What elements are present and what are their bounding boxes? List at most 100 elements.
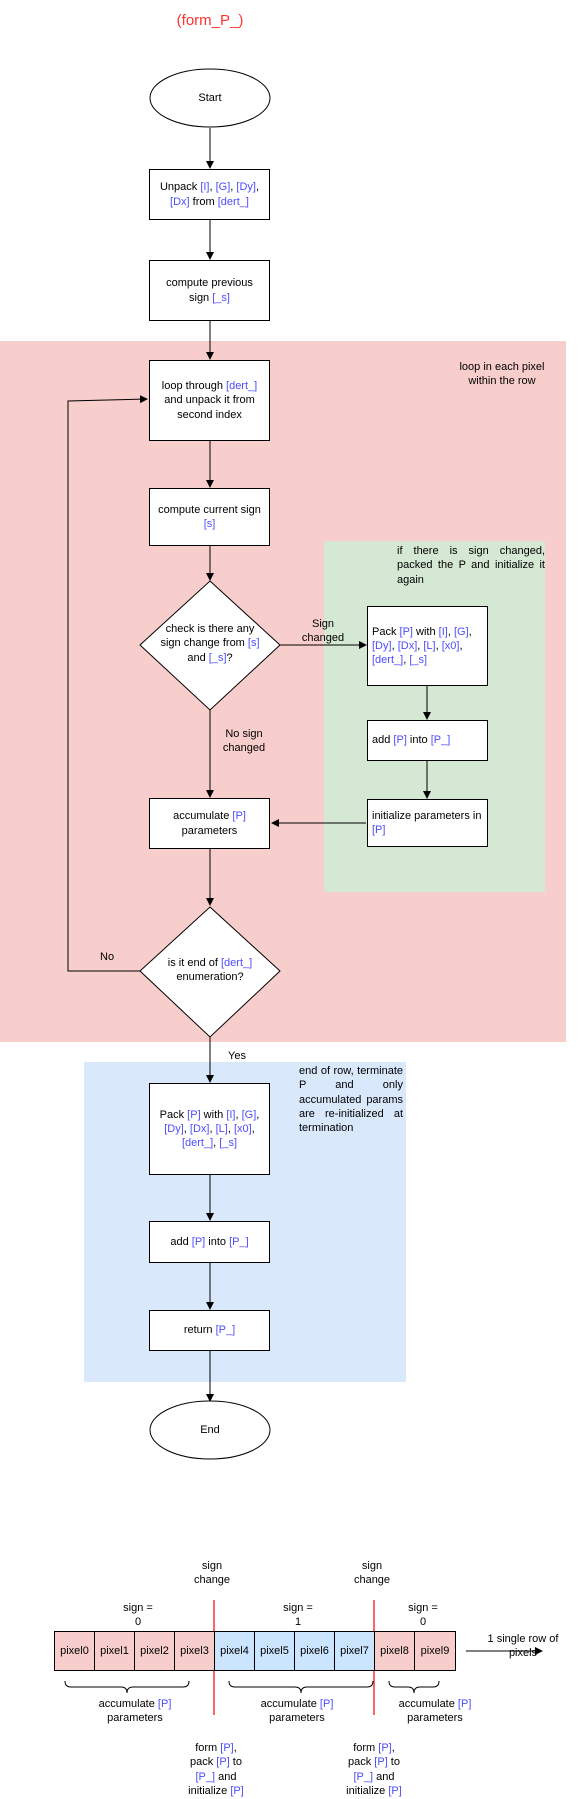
current-sign-var: [s]	[203, 518, 216, 530]
pack-end-h2: [I]	[226, 1108, 236, 1121]
yes-label: Yes	[228, 1050, 246, 1062]
pack-inner-t2: with	[412, 625, 439, 638]
pack-inner-h8: [dert_]	[372, 654, 404, 667]
pack-end-t5: ,	[183, 1122, 190, 1135]
form-label-2: form [P], pack [P] to [P_] and initializ…	[344, 1741, 404, 1798]
form1-t3: to	[229, 1756, 242, 1769]
return-text: return [P_]	[184, 1323, 235, 1337]
pack-end-t2: with	[200, 1108, 227, 1121]
add-end-t2: into	[205, 1235, 230, 1248]
current-sign-text: compute current sign [s]	[154, 503, 265, 532]
no-sign-changed-label: No sign changed	[222, 728, 266, 755]
loop-box: loop through [dert_] and unpack it from …	[149, 360, 270, 441]
unpack-var-dx: [Dx]	[170, 195, 190, 208]
pack-inner-h4: [Dy]	[372, 639, 392, 652]
pack-end-t7: ,	[227, 1122, 234, 1135]
unpack-text-5: from	[189, 195, 218, 208]
sign-label-0: sign = 0	[123, 1602, 153, 1629]
pack-end-h5: [Dx]	[189, 1122, 210, 1135]
accumulate-t2: parameters	[181, 824, 238, 837]
acc0-t1: accumulate	[98, 1698, 158, 1710]
previous-sign-var: [_s]	[212, 291, 230, 304]
add-inner-h1: [P]	[393, 734, 407, 747]
add-end-box: add [P] into [P_]	[149, 1221, 270, 1263]
init-inner-h1: [P]	[372, 824, 386, 836]
unpack-text-3: ,	[230, 181, 237, 194]
pixel-cell: pixel8	[374, 1631, 415, 1671]
pack-inner-t3: ,	[447, 625, 454, 638]
is-end-diamond	[139, 906, 281, 1038]
form-label-1: form [P], pack [P] to [P_] and initializ…	[186, 1741, 246, 1798]
form1-t1: form	[195, 1742, 221, 1754]
form2-t1: form	[353, 1742, 379, 1754]
unpack-text-2: ,	[209, 181, 216, 194]
pack-inner-t1: Pack	[372, 625, 400, 638]
acc0-h1: [P]	[157, 1698, 172, 1710]
pixel-cell: pixel2	[134, 1631, 175, 1671]
add-end-text: add [P] into [P_]	[170, 1235, 248, 1249]
accumulate-label-0: accumulate [P] parameters	[90, 1697, 180, 1726]
pack-inner-t4: ,	[468, 625, 472, 638]
acc2-h1: [P]	[457, 1698, 472, 1710]
end-label: End	[200, 1424, 220, 1436]
check-text-2: and	[187, 651, 209, 664]
add-end-h2: [P_]	[229, 1235, 249, 1248]
add-inner-h2: [P_]	[430, 734, 451, 747]
current-sign-box: compute current sign [s]	[149, 488, 270, 546]
acc2-t1: accumulate	[398, 1698, 458, 1710]
init-inner-text: initialize parameters in [P]	[372, 809, 483, 838]
loop-text-2: and unpack it from second index	[164, 394, 255, 421]
pack-inner-t7: ,	[435, 639, 442, 652]
pack-end-box: Pack [P] with [I], [G], [Dy], [Dx], [L],…	[149, 1083, 270, 1175]
form1-t4: and initialize	[188, 1770, 237, 1797]
form1-h2: [P]	[216, 1756, 230, 1769]
previous-sign-text: compute previous sign [_s]	[154, 276, 265, 305]
init-inner-t1: initialize parameters in	[372, 809, 482, 822]
check-sign-text: check is there any sign change from [s] …	[160, 622, 260, 665]
pack-end-h7: [x0]	[233, 1122, 252, 1135]
pixel-cell: pixel1	[94, 1631, 135, 1671]
is-end-h1: [dert_]	[221, 957, 253, 969]
pack-end-h9: [_s]	[219, 1137, 238, 1150]
add-inner-t1: add	[372, 734, 394, 747]
loop-var-dert: [dert_]	[226, 380, 258, 393]
return-h1: [P_]	[215, 1324, 236, 1337]
return-t1: return	[183, 1324, 216, 1337]
form1-h4: [P]	[230, 1784, 244, 1797]
sign-label-2: sign = 0	[408, 1602, 438, 1629]
pack-inner-box: Pack [P] with [I], [G], [Dy], [Dx], [L],…	[367, 606, 488, 686]
form1-h1: [P]	[220, 1742, 234, 1754]
pack-end-h4: [Dy]	[164, 1122, 184, 1135]
form1-t2: , pack	[190, 1742, 237, 1769]
pack-end-text: Pack [P] with [I], [G], [Dy], [Dx], [L],…	[154, 1108, 265, 1151]
pack-inner-h1: [P]	[399, 625, 413, 638]
acc2-t2: parameters	[407, 1712, 463, 1725]
pack-inner-h7: [x0]	[441, 639, 460, 652]
no-label: No	[100, 951, 115, 963]
sign-change-label-2: sign change	[353, 1560, 391, 1587]
pack-end-t1: Pack	[159, 1108, 188, 1121]
unpack-var-i: [I]	[200, 181, 210, 194]
pack-inner-h2: [I]	[438, 625, 448, 638]
form2-h3: [P_]	[353, 1770, 374, 1783]
pack-end-t9: ,	[213, 1137, 220, 1150]
pack-inner-t6: ,	[417, 639, 424, 652]
unpack-text: Unpack [I], [G], [Dy],[Dx] from [dert_]	[160, 180, 259, 209]
is-end-t1: is it end of	[167, 957, 221, 969]
pack-inner-h6: [L]	[423, 639, 436, 652]
acc1-t2: parameters	[269, 1712, 325, 1725]
check-var-prev-s: [_s]	[208, 651, 227, 664]
pack-inner-t9: ,	[403, 654, 410, 667]
check-text-1: check is there any sign change from	[160, 623, 255, 650]
init-inner-box: initialize parameters in [P]	[367, 799, 488, 847]
is-end-t2: enumeration?	[176, 971, 244, 984]
pack-inner-t8: ,	[459, 639, 463, 652]
pack-end-t3: ,	[235, 1108, 242, 1121]
unpack-var-dert: [dert_]	[217, 195, 249, 208]
add-end-t1: add	[170, 1235, 192, 1248]
accumulate-label-2: accumulate [P] parameters	[390, 1697, 480, 1726]
previous-sign-box: compute previous sign [_s]	[149, 260, 270, 321]
add-inner-t2: into	[406, 734, 431, 747]
acc1-t1: accumulate	[260, 1698, 320, 1710]
diagram-title: (form_P_)	[176, 12, 244, 29]
